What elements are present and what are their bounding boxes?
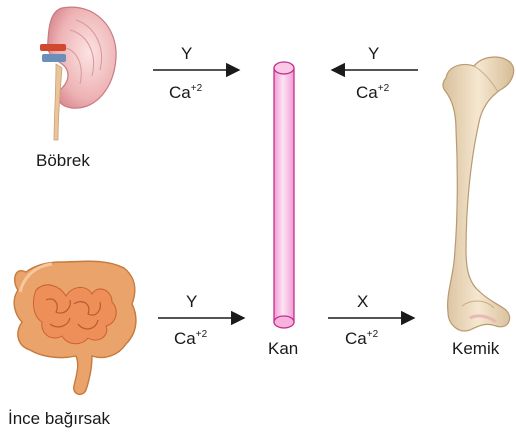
kidney-icon (40, 7, 116, 140)
blood-vessel-icon (274, 62, 294, 328)
kidney-arrow-hormone: Y (181, 45, 192, 63)
intestine-label: İnce bağırsak (8, 410, 110, 428)
blood-label: Kan (268, 340, 298, 358)
kidney-arrow-ion: Ca+2 (169, 80, 202, 102)
bone-icon (443, 57, 514, 331)
intestine-arrow-ion: Ca+2 (174, 326, 207, 348)
bone-arrow-hormone: Y (368, 45, 379, 63)
bone-arrow-ion: Ca+2 (356, 80, 389, 102)
intestine-arrow-hormone: Y (186, 293, 197, 311)
bone-arrow-x-ion: Ca+2 (345, 326, 378, 348)
intestine-icon (14, 261, 136, 394)
kidney-label: Böbrek (36, 152, 90, 170)
bone-arrow-x-hormone: X (357, 293, 368, 311)
bone-label: Kemik (452, 340, 499, 358)
